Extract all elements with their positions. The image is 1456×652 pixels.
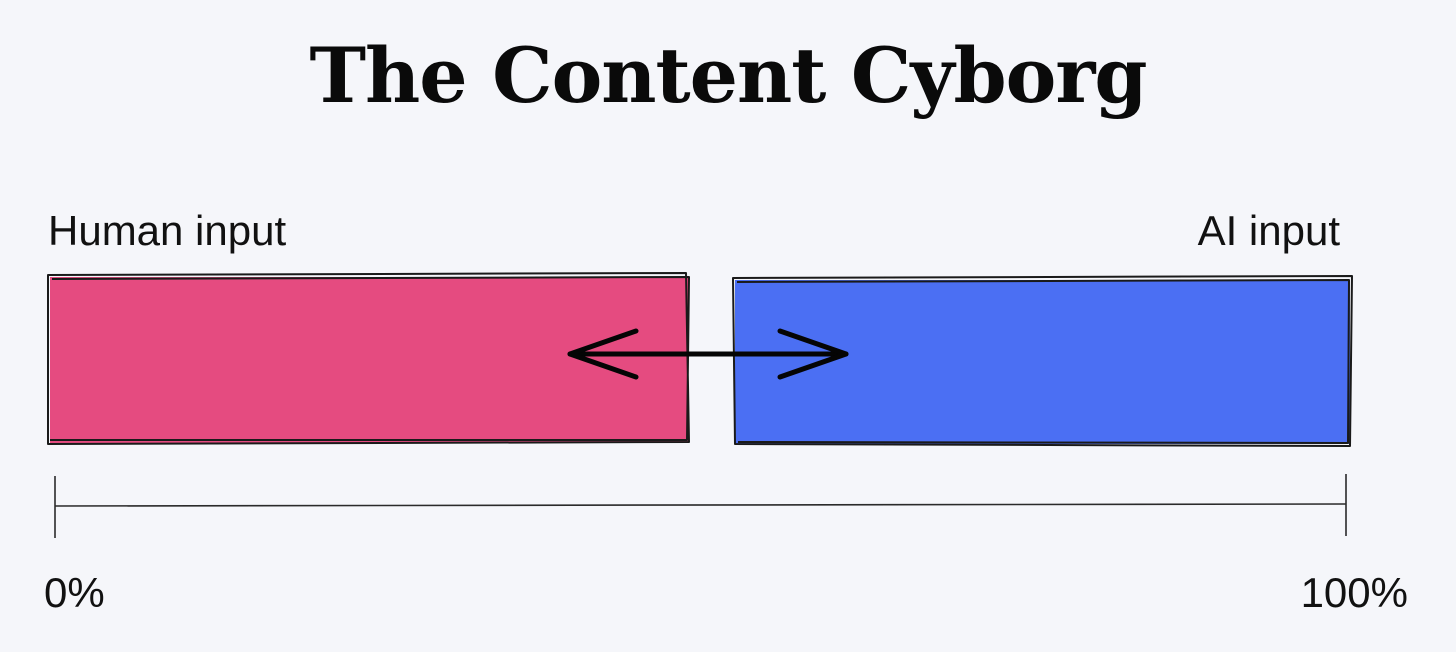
scale-end-label: 100% <box>1300 569 1408 616</box>
ai-input-bar-outline <box>732 275 1353 447</box>
scale-axis <box>54 474 1347 538</box>
double-arrow-icon <box>567 328 849 380</box>
ai-input-bar <box>735 280 1350 444</box>
human-input-bar-outline <box>47 272 690 445</box>
diagram-title: The Content Cyborg <box>309 31 1148 120</box>
ai-input-label: AI input <box>1197 207 1340 254</box>
human-input-label: Human input <box>48 207 287 254</box>
scale-start-label: 0% <box>44 569 105 616</box>
